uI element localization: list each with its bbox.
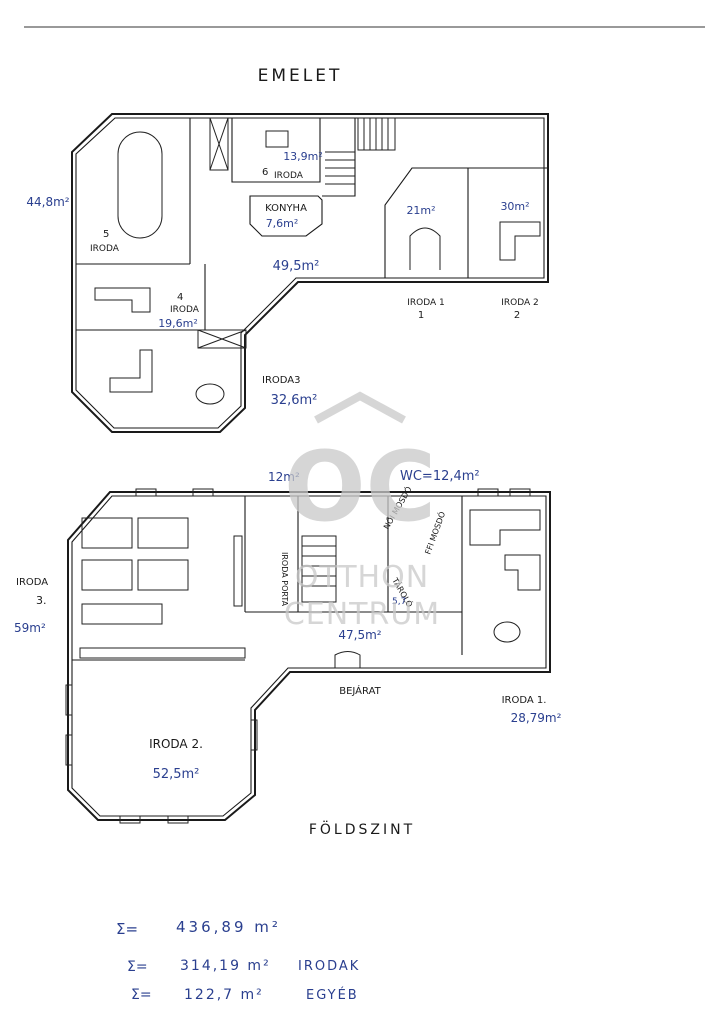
room5-area: 44,8m²	[26, 195, 69, 209]
kitchen-walls	[249, 195, 323, 237]
total-2-label: IRODAK	[298, 959, 360, 974]
room6-number: 6	[262, 167, 268, 178]
kitchen-label: KONYHA	[265, 203, 307, 214]
iroda3-ground-number: 3.	[36, 594, 47, 607]
total-2-symbol: Σ=	[127, 959, 148, 975]
passage-hatch-x2	[197, 329, 247, 349]
total-2-value: 314,19 m²	[180, 958, 271, 974]
iroda3-ground-label: IRODA	[16, 577, 48, 588]
iroda1-ground-label: IRODA 1.	[502, 695, 547, 706]
iroda1-desk	[469, 509, 541, 546]
room5-number: 5	[103, 229, 109, 240]
office1-number: 1	[418, 310, 424, 321]
upper-floor-plan: EMELET	[26, 66, 549, 433]
watermark-roof-icon	[314, 391, 406, 424]
office2-label: IRODA 2	[501, 298, 539, 308]
total-1-value: 436,89 m²	[176, 918, 281, 936]
wardrobe-upper	[209, 117, 229, 171]
ground-floor-title: FÖLDSZINT	[309, 820, 415, 838]
ground-stairs	[301, 535, 337, 603]
room5-label: IRODA	[90, 244, 120, 254]
entrance-label: BEJÁRAT	[339, 684, 381, 697]
iroda1-desk-2	[504, 554, 541, 591]
office1-desk	[409, 227, 441, 270]
office1-label: IRODA 1	[407, 298, 445, 308]
otthon-centrum-watermark: OC OTTHON CENTRUM	[284, 391, 440, 632]
upper-outer-wall	[71, 113, 549, 433]
room4-area: 19,6m²	[158, 317, 198, 330]
room4-number: 4	[177, 292, 183, 303]
total-3-symbol: Σ=	[131, 987, 152, 1003]
iroda1-ground-area: 28,79m²	[511, 711, 562, 725]
room4-label: IRODA	[170, 305, 200, 315]
upper-outer-wall-inner	[75, 117, 545, 429]
total-3-value: 122,7 m²	[184, 987, 264, 1003]
passage-hatch	[197, 329, 247, 349]
top-area-label: 12m²	[268, 470, 300, 484]
total-3-label: EGYÉB	[306, 987, 359, 1003]
office1-walls	[384, 167, 548, 278]
office2-desk	[499, 221, 541, 261]
ground-windows	[65, 488, 531, 824]
iroda3-upper-area: 32,6m²	[271, 393, 318, 408]
watermark-logo: OC	[284, 431, 436, 543]
ground-outer-wall-inner	[71, 495, 547, 817]
iroda3-upper-label: IRODA3	[262, 375, 301, 386]
upper-hall-area: 49,5m²	[273, 259, 320, 274]
tarolo-area: 5,7	[392, 597, 406, 607]
room6-walls	[231, 118, 321, 183]
room6-label: IRODA	[274, 171, 304, 181]
iroda2-ground-label: IRODA 2.	[149, 737, 203, 751]
room6-desk	[265, 130, 289, 148]
room6-area: 13,9m²	[283, 150, 323, 163]
iroda3-desk	[109, 349, 153, 393]
ground-hall-area: 47,5m²	[338, 628, 381, 642]
office2-area: 30m²	[500, 200, 529, 213]
office1-area: 21m²	[406, 204, 435, 217]
wc-area-label: WC=12,4m²	[400, 469, 480, 484]
ground-outer-wall	[67, 491, 551, 821]
upper-floor-title: EMELET	[258, 66, 343, 86]
wardrobe-x2	[209, 117, 229, 171]
iroda2-ground-area: 52,5m²	[153, 767, 200, 782]
entrance-door	[334, 651, 361, 669]
iroda3-ground-area: 59m²	[14, 621, 46, 635]
area-totals: Σ= 436,89 m² Σ= 314,19 m² IRODAK Σ= 122,…	[116, 918, 360, 1003]
total-1-symbol: Σ=	[116, 920, 138, 938]
conference-table	[117, 131, 163, 239]
iroda3-desk-cluster	[79, 517, 246, 659]
porta-label: IRODA PORTA	[280, 552, 289, 607]
upper-stairs	[320, 117, 396, 197]
iroda1-round-table	[493, 621, 521, 643]
room4-desk	[94, 287, 151, 313]
office2-number: 2	[514, 310, 520, 321]
watermark-line-1: OTTHON	[295, 560, 429, 595]
watermark-line-2: CENTRUM	[284, 597, 440, 632]
iroda3-round-table	[195, 383, 225, 405]
kitchen-area: 7,6m²	[266, 217, 299, 230]
